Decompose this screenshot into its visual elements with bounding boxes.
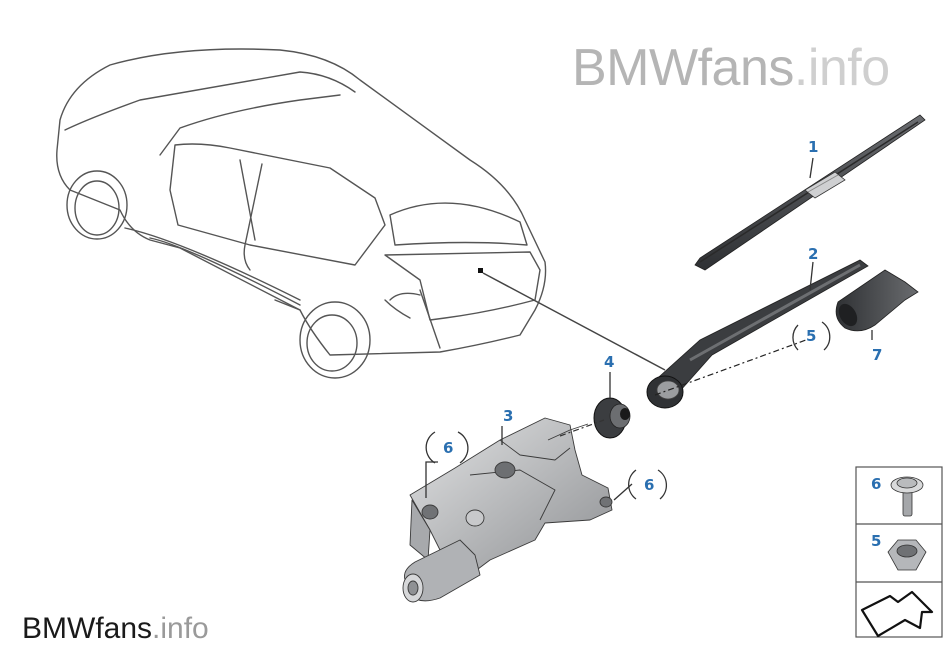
callout-blade: 1 bbox=[808, 138, 818, 156]
callout-bolt-2: 6 bbox=[644, 476, 654, 494]
legend-nut-label: 5 bbox=[871, 532, 881, 550]
watermark-top: BMWfans.info bbox=[572, 38, 890, 98]
legend-nut-icon bbox=[887, 539, 927, 571]
callout-arm: 2 bbox=[808, 245, 818, 263]
legend-bolt-icon bbox=[890, 476, 924, 517]
car-leader-line bbox=[482, 272, 666, 371]
grommet bbox=[593, 397, 631, 439]
callout-cap: 7 bbox=[872, 346, 882, 364]
legend-arrow-icon bbox=[860, 590, 934, 638]
callout-leaders bbox=[425, 157, 873, 501]
callout-nut: 5 bbox=[806, 327, 816, 345]
watermark-bottom-suffix: .info bbox=[152, 612, 209, 645]
wiper-arm bbox=[646, 259, 869, 409]
wiper-cap bbox=[835, 269, 919, 332]
legend-bolt-label: 6 bbox=[871, 475, 881, 493]
callout-bolt: 6 bbox=[443, 439, 453, 457]
wiper-blade bbox=[694, 114, 926, 271]
watermark-top-suffix: .info bbox=[793, 39, 890, 97]
callout-motor: 3 bbox=[503, 407, 513, 425]
car-marker bbox=[478, 268, 483, 273]
car-outline bbox=[56, 48, 547, 379]
watermark-top-brand: BMWfans bbox=[572, 39, 794, 97]
watermark-bottom-brand: BMWfans bbox=[22, 612, 153, 645]
callout-grommet: 4 bbox=[604, 353, 614, 371]
watermark-bottom: BMWfans.info bbox=[22, 612, 209, 646]
wiper-motor bbox=[402, 417, 613, 603]
